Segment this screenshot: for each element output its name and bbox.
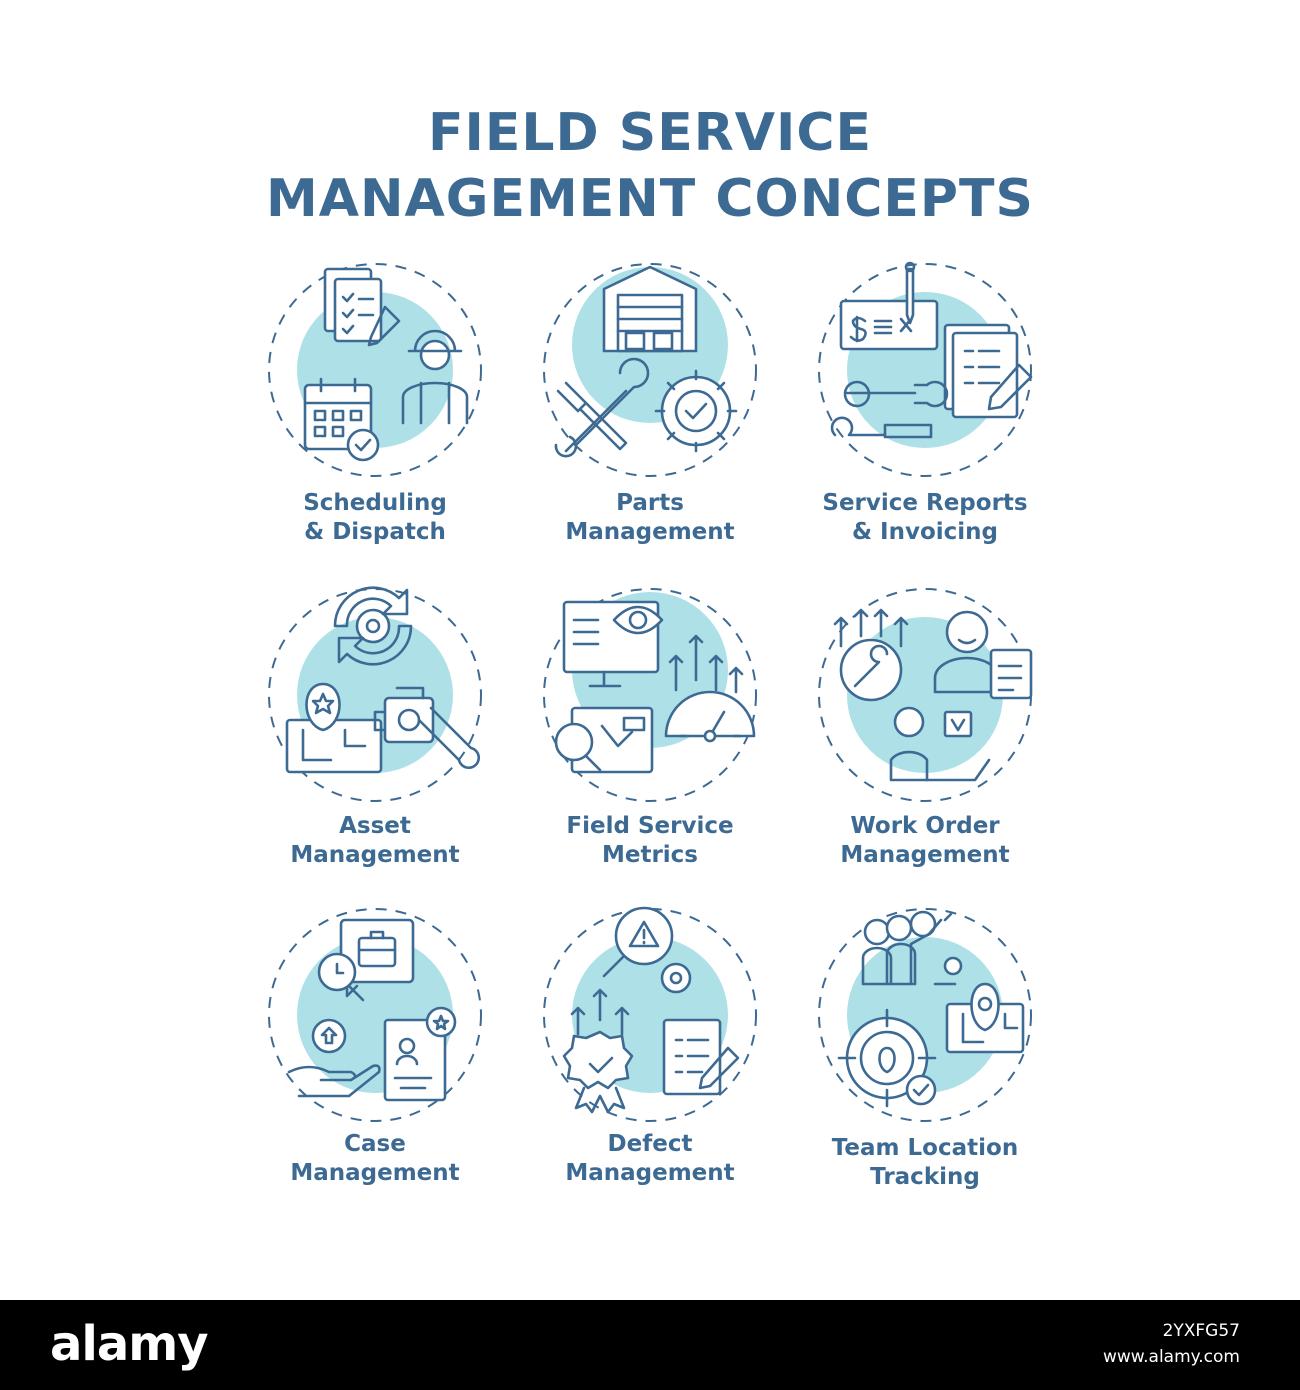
defect-management-icon bbox=[543, 906, 757, 1122]
concept-label: Scheduling & Dispatch bbox=[303, 490, 447, 545]
concept-label: Work Order Management bbox=[840, 813, 1010, 868]
concept-label: Asset Management bbox=[290, 813, 460, 868]
site-url: www.alamy.com bbox=[1102, 1347, 1240, 1367]
field-service-metrics-icon bbox=[543, 588, 757, 802]
concept-label: Defect Management bbox=[565, 1131, 735, 1186]
title-line-2: MANAGEMENT CONCEPTS bbox=[266, 169, 1034, 229]
service-reports-invoicing-icon bbox=[818, 261, 1033, 477]
concept-label: Parts Management bbox=[565, 490, 735, 545]
brand-logo: alamy bbox=[50, 1316, 209, 1372]
team-location-tracking-icon bbox=[818, 908, 1032, 1122]
concept-label: Team Location Tracking bbox=[831, 1135, 1019, 1190]
concept-label: Field Service Metrics bbox=[566, 813, 734, 868]
asset-management-icon bbox=[268, 586, 482, 802]
work-order-management-icon bbox=[818, 588, 1033, 802]
title-line-1: FIELD SERVICE bbox=[427, 103, 873, 163]
image-id: 2YXFG57 bbox=[1162, 1321, 1240, 1341]
scheduling-dispatch-icon bbox=[268, 263, 482, 477]
concept-label: Case Management bbox=[290, 1131, 460, 1186]
image-id-block: 2YXFG57 www.alamy.com bbox=[1103, 1318, 1240, 1370]
page-title: FIELD SERVICE MANAGEMENT CONCEPTS bbox=[0, 100, 1300, 232]
stock-footer-bar bbox=[0, 1300, 1300, 1390]
parts-management-icon bbox=[543, 263, 757, 477]
case-management-icon bbox=[268, 908, 482, 1122]
concept-label: Service Reports & Invoicing bbox=[822, 490, 1028, 545]
